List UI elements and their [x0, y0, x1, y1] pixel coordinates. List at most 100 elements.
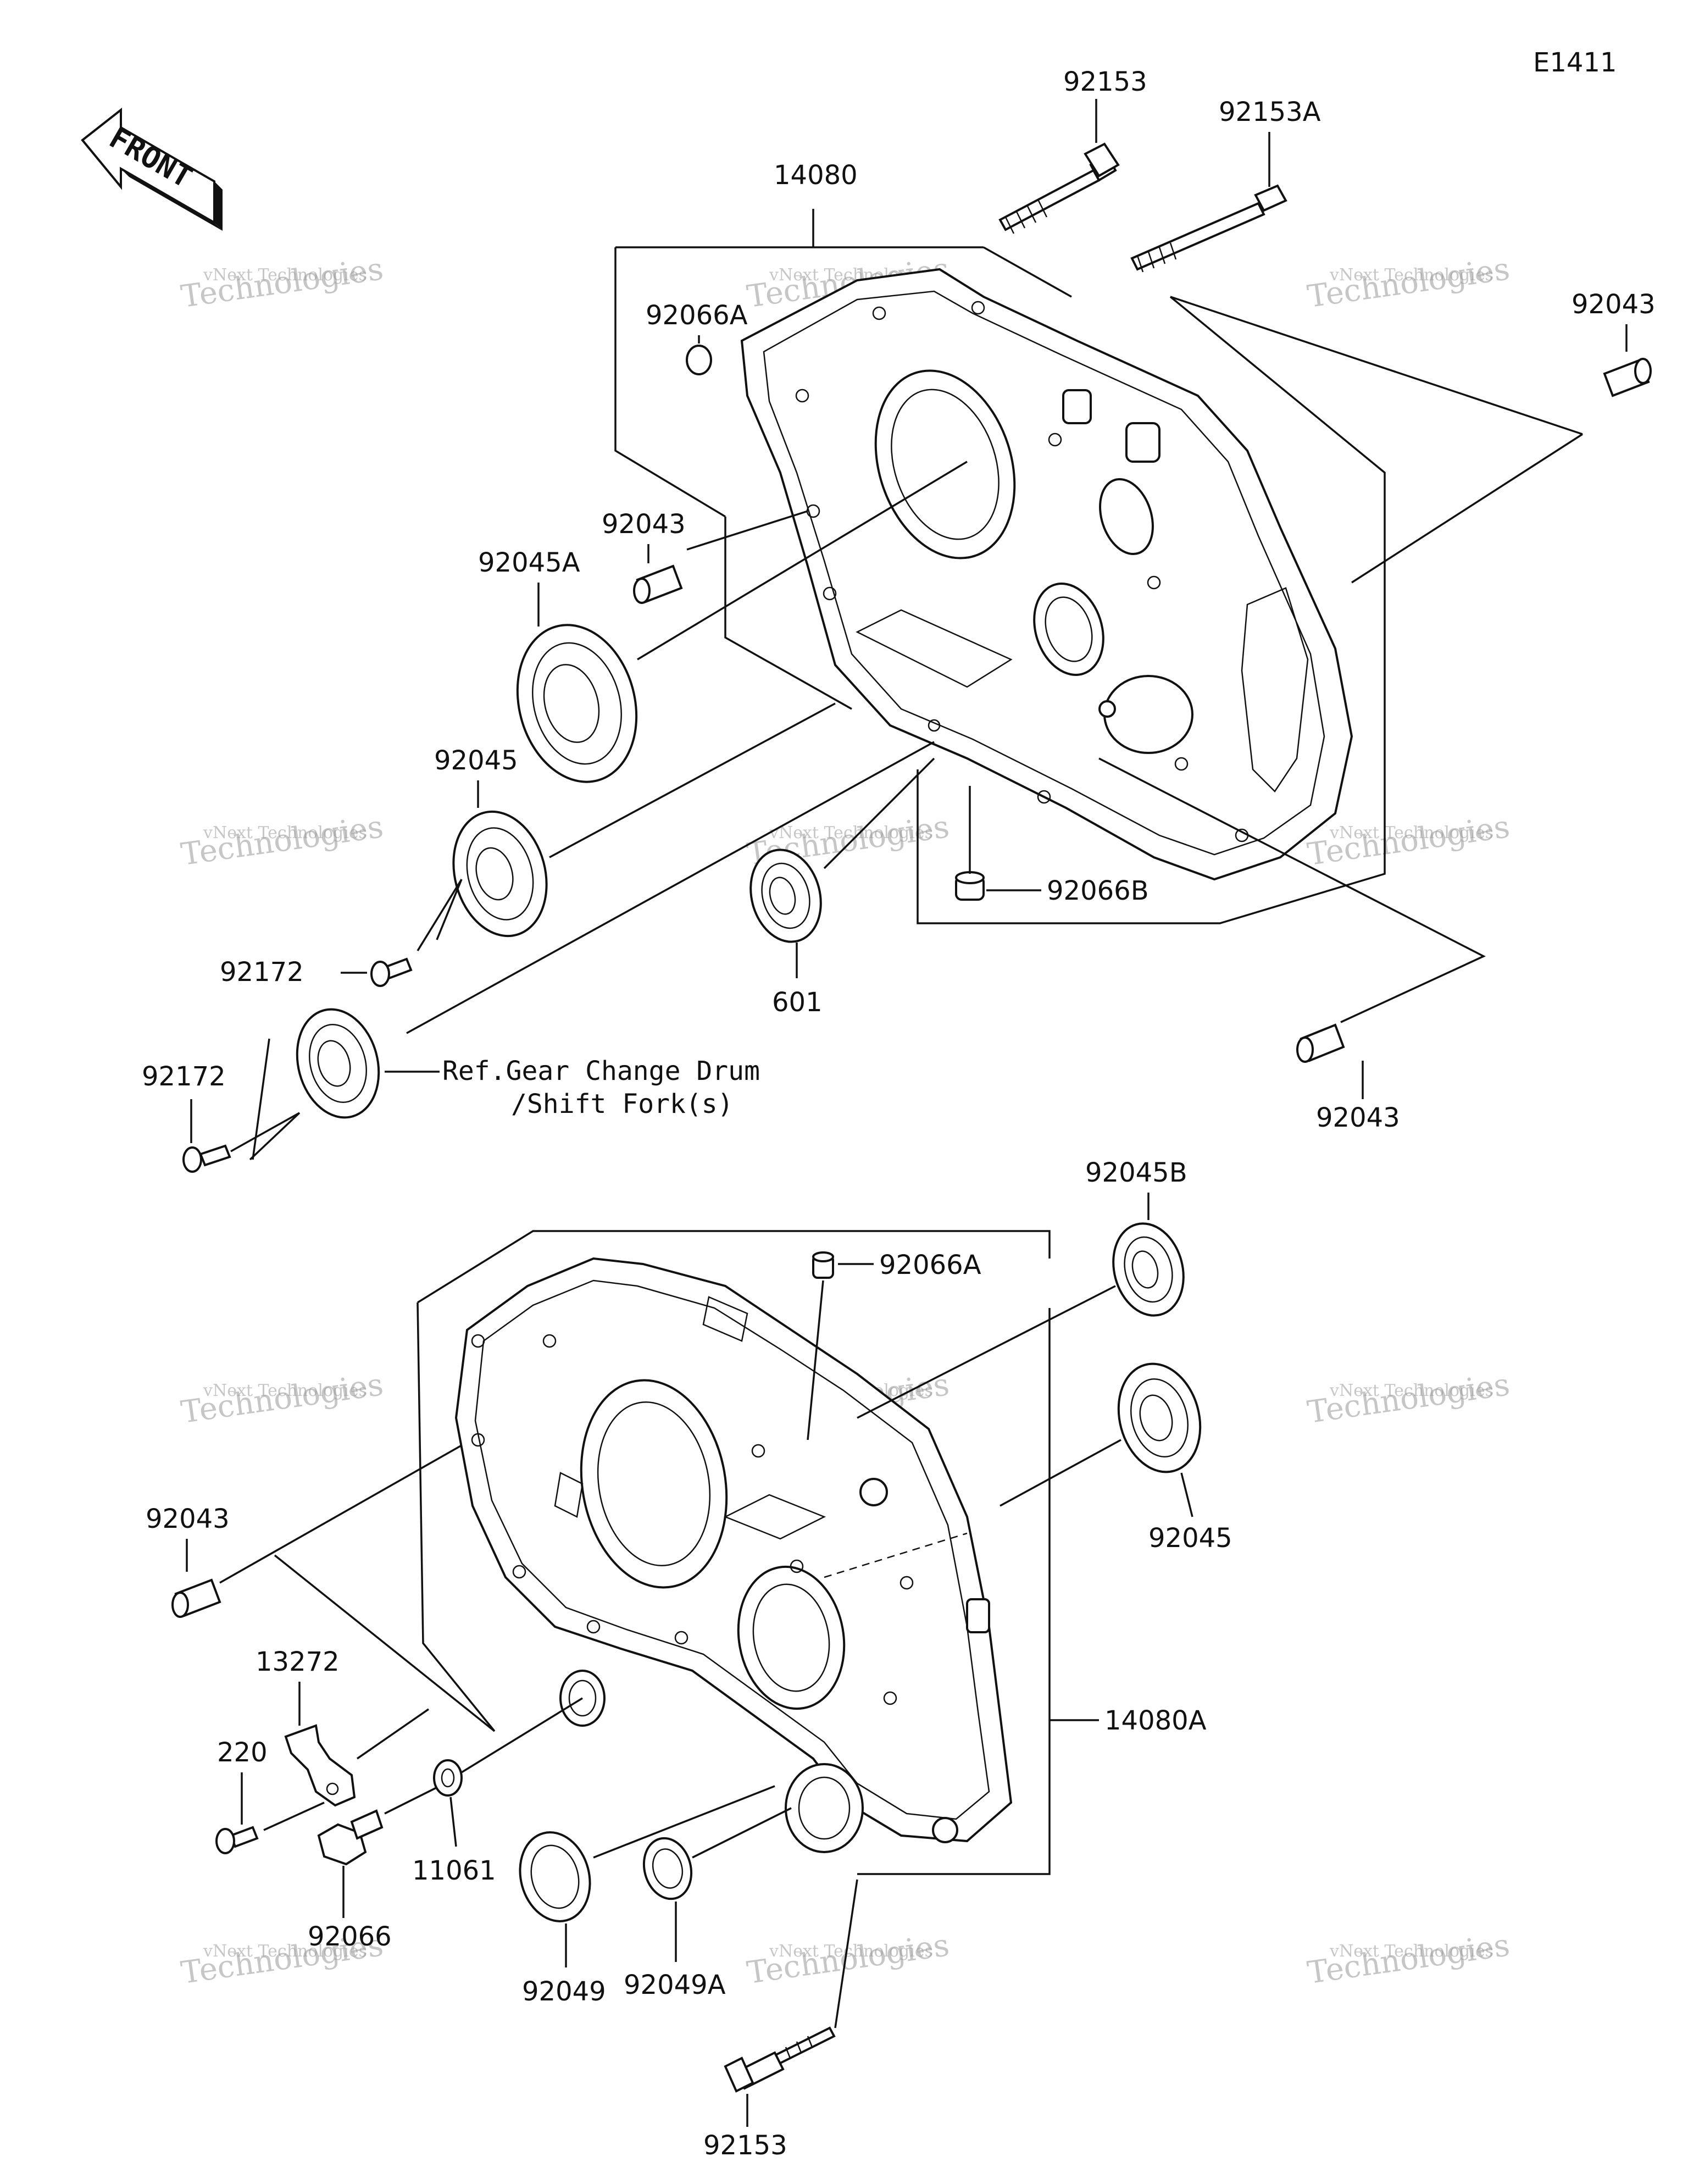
leader-line	[417, 1302, 496, 1732]
dowel-92043-left	[171, 1578, 221, 1618]
callout-92045: 92045	[434, 745, 518, 776]
callout-92045A: 92045A	[478, 547, 580, 578]
svg-text:vNext Technologies: vNext Technologies	[203, 1381, 367, 1400]
leader-line	[230, 1112, 300, 1152]
callout-92066: 92066	[308, 1921, 392, 1952]
svg-text:vNext Technologies: vNext Technologies	[203, 1942, 367, 1961]
leader-line	[252, 1038, 270, 1160]
leader-line	[686, 510, 808, 551]
leader-line	[917, 296, 1386, 924]
callout-92066A-low: 92066A	[879, 1250, 981, 1281]
bearing-gear-change-drum	[296, 1008, 380, 1119]
leader-line	[274, 1554, 496, 1732]
leader-line	[1180, 1472, 1193, 1517]
leader-line	[593, 1785, 775, 1859]
dowel-92066B	[955, 871, 985, 901]
diagram-code: E1411	[1533, 47, 1617, 78]
bearing-92045B	[1112, 1222, 1185, 1317]
svg-text:vNext Technologies: vNext Technologies	[1329, 823, 1493, 842]
svg-text:vNext Technologies: vNext Technologies	[203, 265, 367, 285]
leader-line	[461, 1697, 583, 1773]
svg-text:Technologies: Technologies	[1305, 251, 1512, 315]
callout-601: 601	[772, 987, 823, 1018]
callout-92043-left: 92043	[146, 1504, 230, 1534]
callout-92172: 92172	[220, 957, 304, 988]
svg-text:vNext Technologies: vNext Technologies	[1329, 1381, 1493, 1400]
drain-plug-92066	[317, 1809, 384, 1866]
leader-line	[807, 1280, 824, 1440]
leader-line	[823, 757, 935, 869]
leader-line	[417, 879, 463, 951]
reference-note-line2: /Shift Fork(s)	[511, 1089, 734, 1119]
screw-220	[215, 1826, 259, 1854]
leader-line	[614, 247, 726, 518]
leader-line	[857, 1285, 1116, 1419]
svg-text:vNext Technologies: vNext Technologies	[769, 1942, 933, 1961]
crankcase-upper	[740, 268, 1353, 881]
leader-line	[406, 741, 935, 1034]
leader-line	[436, 879, 463, 940]
bearing-92045	[452, 810, 548, 938]
svg-text:Technologies: Technologies	[179, 809, 385, 873]
leader-line	[249, 1112, 301, 1161]
leader-line	[1000, 1439, 1121, 1507]
bearing-92045-low	[1117, 1362, 1202, 1473]
svg-text:Technologies: Technologies	[1305, 1927, 1512, 1991]
leader-line	[417, 1230, 1051, 1304]
leader-line	[384, 1785, 440, 1815]
callout-92043: 92043	[1572, 289, 1656, 320]
callout-92049A: 92049A	[624, 1970, 726, 2000]
screw-92172-b	[182, 1144, 231, 1173]
front-arrow-icon: FRONT	[81, 107, 223, 231]
callout-92045-low: 92045	[1148, 1523, 1232, 1554]
svg-text:vNext Technologies: vNext Technologies	[1329, 1942, 1493, 1961]
dowel-92043-mid	[633, 564, 683, 604]
dowel-92043-bottom-right	[1296, 1023, 1345, 1063]
washer-11061	[433, 1759, 463, 1797]
oil-seal-92049	[519, 1831, 591, 1922]
callout-14080A: 14080A	[1104, 1705, 1207, 1736]
callout-92049: 92049	[522, 1976, 606, 2007]
bolt-92153-bottom	[724, 2026, 836, 2093]
callout-92043-bottom-right: 92043	[1316, 1102, 1400, 1133]
leader-line	[219, 1444, 462, 1584]
dowel-92066A	[686, 345, 712, 375]
callout-13272: 13272	[256, 1647, 340, 1677]
leader-line	[724, 517, 852, 710]
callout-92045B: 92045B	[1085, 1157, 1187, 1188]
svg-text:Technologies: Technologies	[179, 251, 385, 315]
leader-line	[1170, 296, 1583, 435]
callout-92172-b: 92172	[142, 1061, 226, 1092]
callout-92066A: 92066A	[646, 300, 748, 331]
svg-text:Technologies: Technologies	[1305, 809, 1512, 873]
callout-92043-mid: 92043	[602, 509, 686, 540]
bolt-92153A	[1130, 184, 1287, 273]
leader-line	[549, 702, 836, 858]
bracket-13272	[284, 1724, 356, 1807]
svg-text:vNext Technologies: vNext Technologies	[1329, 265, 1493, 285]
crankcase-lower	[454, 1257, 1013, 1853]
callout-92153-bottom: 92153	[703, 2130, 787, 2161]
leader-line	[857, 1308, 1051, 1875]
leader-line	[692, 1807, 792, 1859]
bearing-601	[749, 849, 822, 943]
dowel-92043-right	[1603, 358, 1652, 397]
leader-line	[357, 1708, 429, 1760]
leader-line	[449, 1797, 457, 1847]
bolt-92153-top	[998, 142, 1120, 234]
leader-line	[263, 1801, 325, 1831]
svg-text:vNext Technologies: vNext Technologies	[769, 823, 933, 842]
callout-92153: 92153	[1063, 66, 1147, 97]
svg-text:vNext Technologies: vNext Technologies	[203, 823, 367, 842]
leader-line	[637, 461, 968, 661]
reference-note-line1: Ref.Gear Change Drum	[442, 1056, 760, 1087]
svg-text:Technologies: Technologies	[1305, 1367, 1512, 1431]
callout-11061: 11061	[412, 1855, 496, 1886]
